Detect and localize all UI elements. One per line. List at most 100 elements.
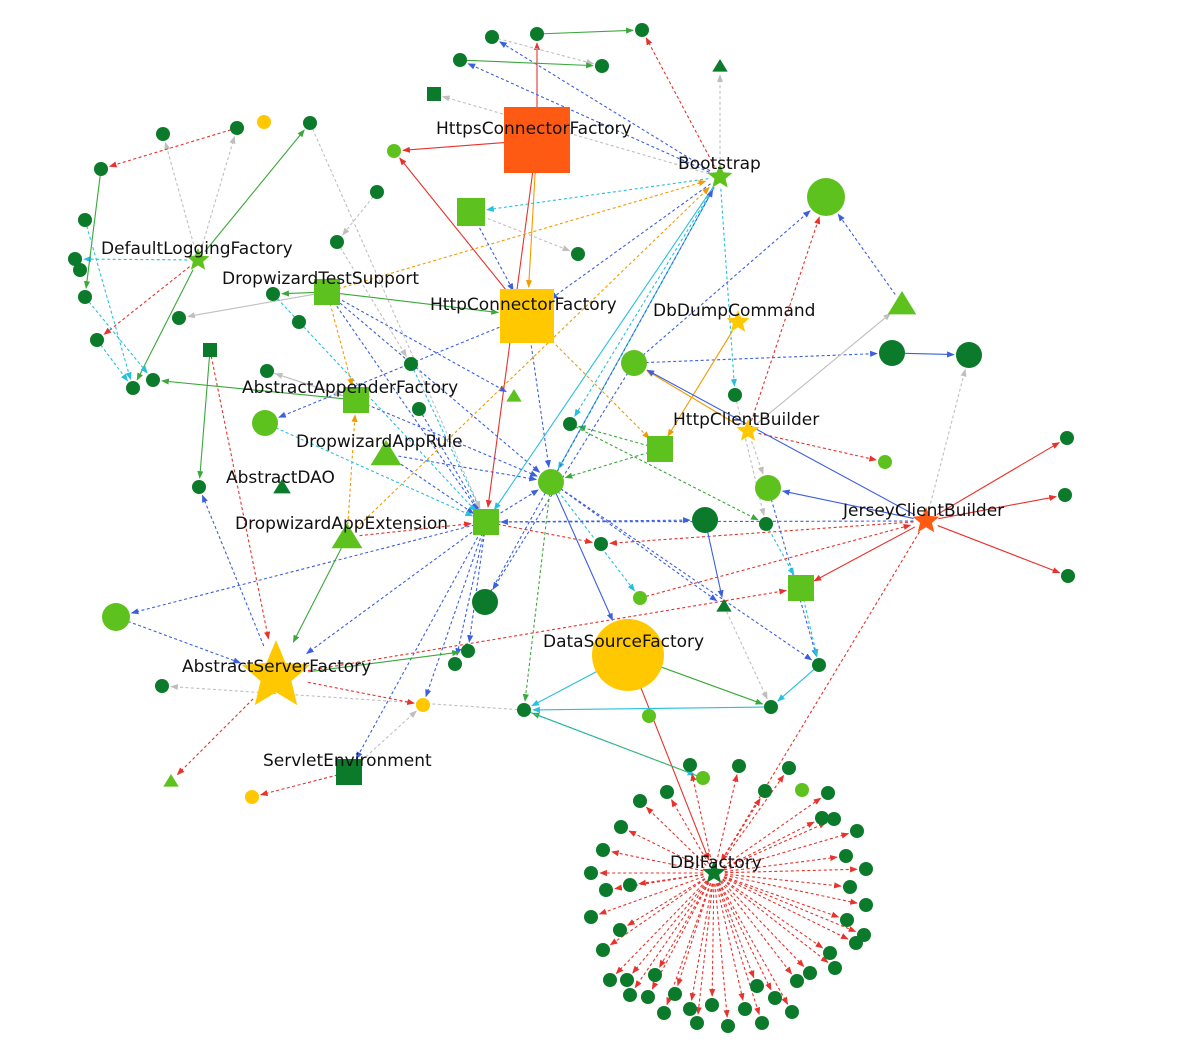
graph-node[interactable] xyxy=(764,700,778,714)
graph-node[interactable] xyxy=(614,820,628,834)
graph-node[interactable] xyxy=(621,350,647,376)
graph-node[interactable] xyxy=(599,883,613,897)
graph-node[interactable] xyxy=(563,417,577,431)
graph-node[interactable] xyxy=(457,198,485,226)
node-dbi-factory[interactable] xyxy=(702,861,726,883)
graph-node[interactable] xyxy=(584,910,598,924)
graph-node[interactable] xyxy=(683,758,697,772)
graph-node[interactable] xyxy=(623,878,637,892)
graph-node[interactable] xyxy=(878,455,892,469)
graph-node[interactable] xyxy=(716,599,732,612)
graph-node[interactable] xyxy=(755,475,781,501)
graph-node[interactable] xyxy=(750,979,764,993)
graph-node[interactable] xyxy=(603,973,617,987)
graph-node[interactable] xyxy=(840,913,854,927)
graph-node[interactable] xyxy=(73,263,87,277)
graph-node[interactable] xyxy=(690,1016,704,1030)
node-http-client-builder[interactable] xyxy=(736,419,760,441)
graph-node[interactable] xyxy=(90,333,104,347)
graph-node[interactable] xyxy=(595,59,609,73)
node-https-connector-factory[interactable] xyxy=(504,107,570,173)
graph-node[interactable] xyxy=(192,480,206,494)
graph-node[interactable] xyxy=(412,402,426,416)
graph-node[interactable] xyxy=(473,509,499,535)
graph-node[interactable] xyxy=(303,116,317,130)
graph-node[interactable] xyxy=(404,357,418,371)
graph-node[interactable] xyxy=(517,703,531,717)
graph-node[interactable] xyxy=(257,115,271,129)
graph-node[interactable] xyxy=(252,410,278,436)
graph-node[interactable] xyxy=(596,943,610,957)
node-default-logging-factory[interactable] xyxy=(186,248,210,270)
graph-node[interactable] xyxy=(647,436,673,462)
graph-node[interactable] xyxy=(657,1006,671,1020)
graph-node[interactable] xyxy=(594,537,608,551)
graph-node[interactable] xyxy=(453,53,467,67)
graph-node[interactable] xyxy=(641,990,655,1004)
node-dropwizard-test-support[interactable] xyxy=(314,279,340,305)
graph-node[interactable] xyxy=(839,849,853,863)
graph-node[interactable] xyxy=(245,790,259,804)
node-jersey-client-builder[interactable] xyxy=(912,507,940,533)
graph-node[interactable] xyxy=(821,786,835,800)
graph-node[interactable] xyxy=(887,291,917,315)
graph-node[interactable] xyxy=(596,843,610,857)
graph-node[interactable] xyxy=(782,761,796,775)
graph-node[interactable] xyxy=(156,127,170,141)
graph-node[interactable] xyxy=(712,59,728,72)
graph-node[interactable] xyxy=(461,644,475,658)
node-abstract-appender-factory[interactable] xyxy=(343,387,369,413)
node-dropwizard-app-extension[interactable] xyxy=(331,523,363,549)
node-servlet-environment[interactable] xyxy=(336,759,362,785)
graph-node[interactable] xyxy=(812,658,826,672)
graph-node[interactable] xyxy=(172,311,186,325)
graph-node[interactable] xyxy=(472,589,498,615)
graph-node[interactable] xyxy=(859,898,873,912)
graph-node[interactable] xyxy=(1058,488,1072,502)
graph-node[interactable] xyxy=(584,866,598,880)
graph-node[interactable] xyxy=(68,252,82,266)
graph-node[interactable] xyxy=(613,923,627,937)
graph-node[interactable] xyxy=(633,794,647,808)
graph-node[interactable] xyxy=(660,785,674,799)
node-dropwizard-app-rule[interactable] xyxy=(370,440,402,466)
graph-node[interactable] xyxy=(126,381,140,395)
graph-node[interactable] xyxy=(759,517,773,531)
graph-node[interactable] xyxy=(683,1002,697,1016)
graph-node[interactable] xyxy=(266,287,280,301)
graph-node[interactable] xyxy=(506,389,522,402)
graph-node[interactable] xyxy=(850,824,864,838)
graph-node[interactable] xyxy=(728,388,742,402)
graph-node[interactable] xyxy=(370,185,384,199)
graph-node[interactable] xyxy=(721,1019,735,1033)
graph-node[interactable] xyxy=(485,30,499,44)
graph-node[interactable] xyxy=(1061,569,1075,583)
graph-node[interactable] xyxy=(823,946,837,960)
graph-node[interactable] xyxy=(416,698,430,712)
graph-node[interactable] xyxy=(633,591,647,605)
graph-node[interactable] xyxy=(758,784,772,798)
graph-node[interactable] xyxy=(260,364,274,378)
node-data-source-factory[interactable] xyxy=(592,619,664,691)
graph-node[interactable] xyxy=(635,23,649,37)
graph-node[interactable] xyxy=(648,968,662,982)
graph-node[interactable] xyxy=(623,988,637,1002)
graph-node[interactable] xyxy=(738,1002,752,1016)
node-abstract-server-factory[interactable] xyxy=(241,640,311,706)
node-bootstrap[interactable] xyxy=(707,164,733,188)
graph-node[interactable] xyxy=(768,991,782,1005)
graph-node[interactable] xyxy=(956,342,982,368)
graph-node[interactable] xyxy=(230,121,244,135)
graph-node[interactable] xyxy=(203,343,217,357)
node-abstract-dao[interactable] xyxy=(273,479,291,494)
graph-node[interactable] xyxy=(857,928,871,942)
graph-node[interactable] xyxy=(538,469,564,495)
graph-node[interactable] xyxy=(692,507,718,533)
graph-node[interactable] xyxy=(803,966,817,980)
graph-node[interactable] xyxy=(815,811,829,825)
graph-node[interactable] xyxy=(146,373,160,387)
graph-node[interactable] xyxy=(790,974,804,988)
graph-node[interactable] xyxy=(620,973,634,987)
graph-node[interactable] xyxy=(879,340,905,366)
graph-node[interactable] xyxy=(530,27,544,41)
